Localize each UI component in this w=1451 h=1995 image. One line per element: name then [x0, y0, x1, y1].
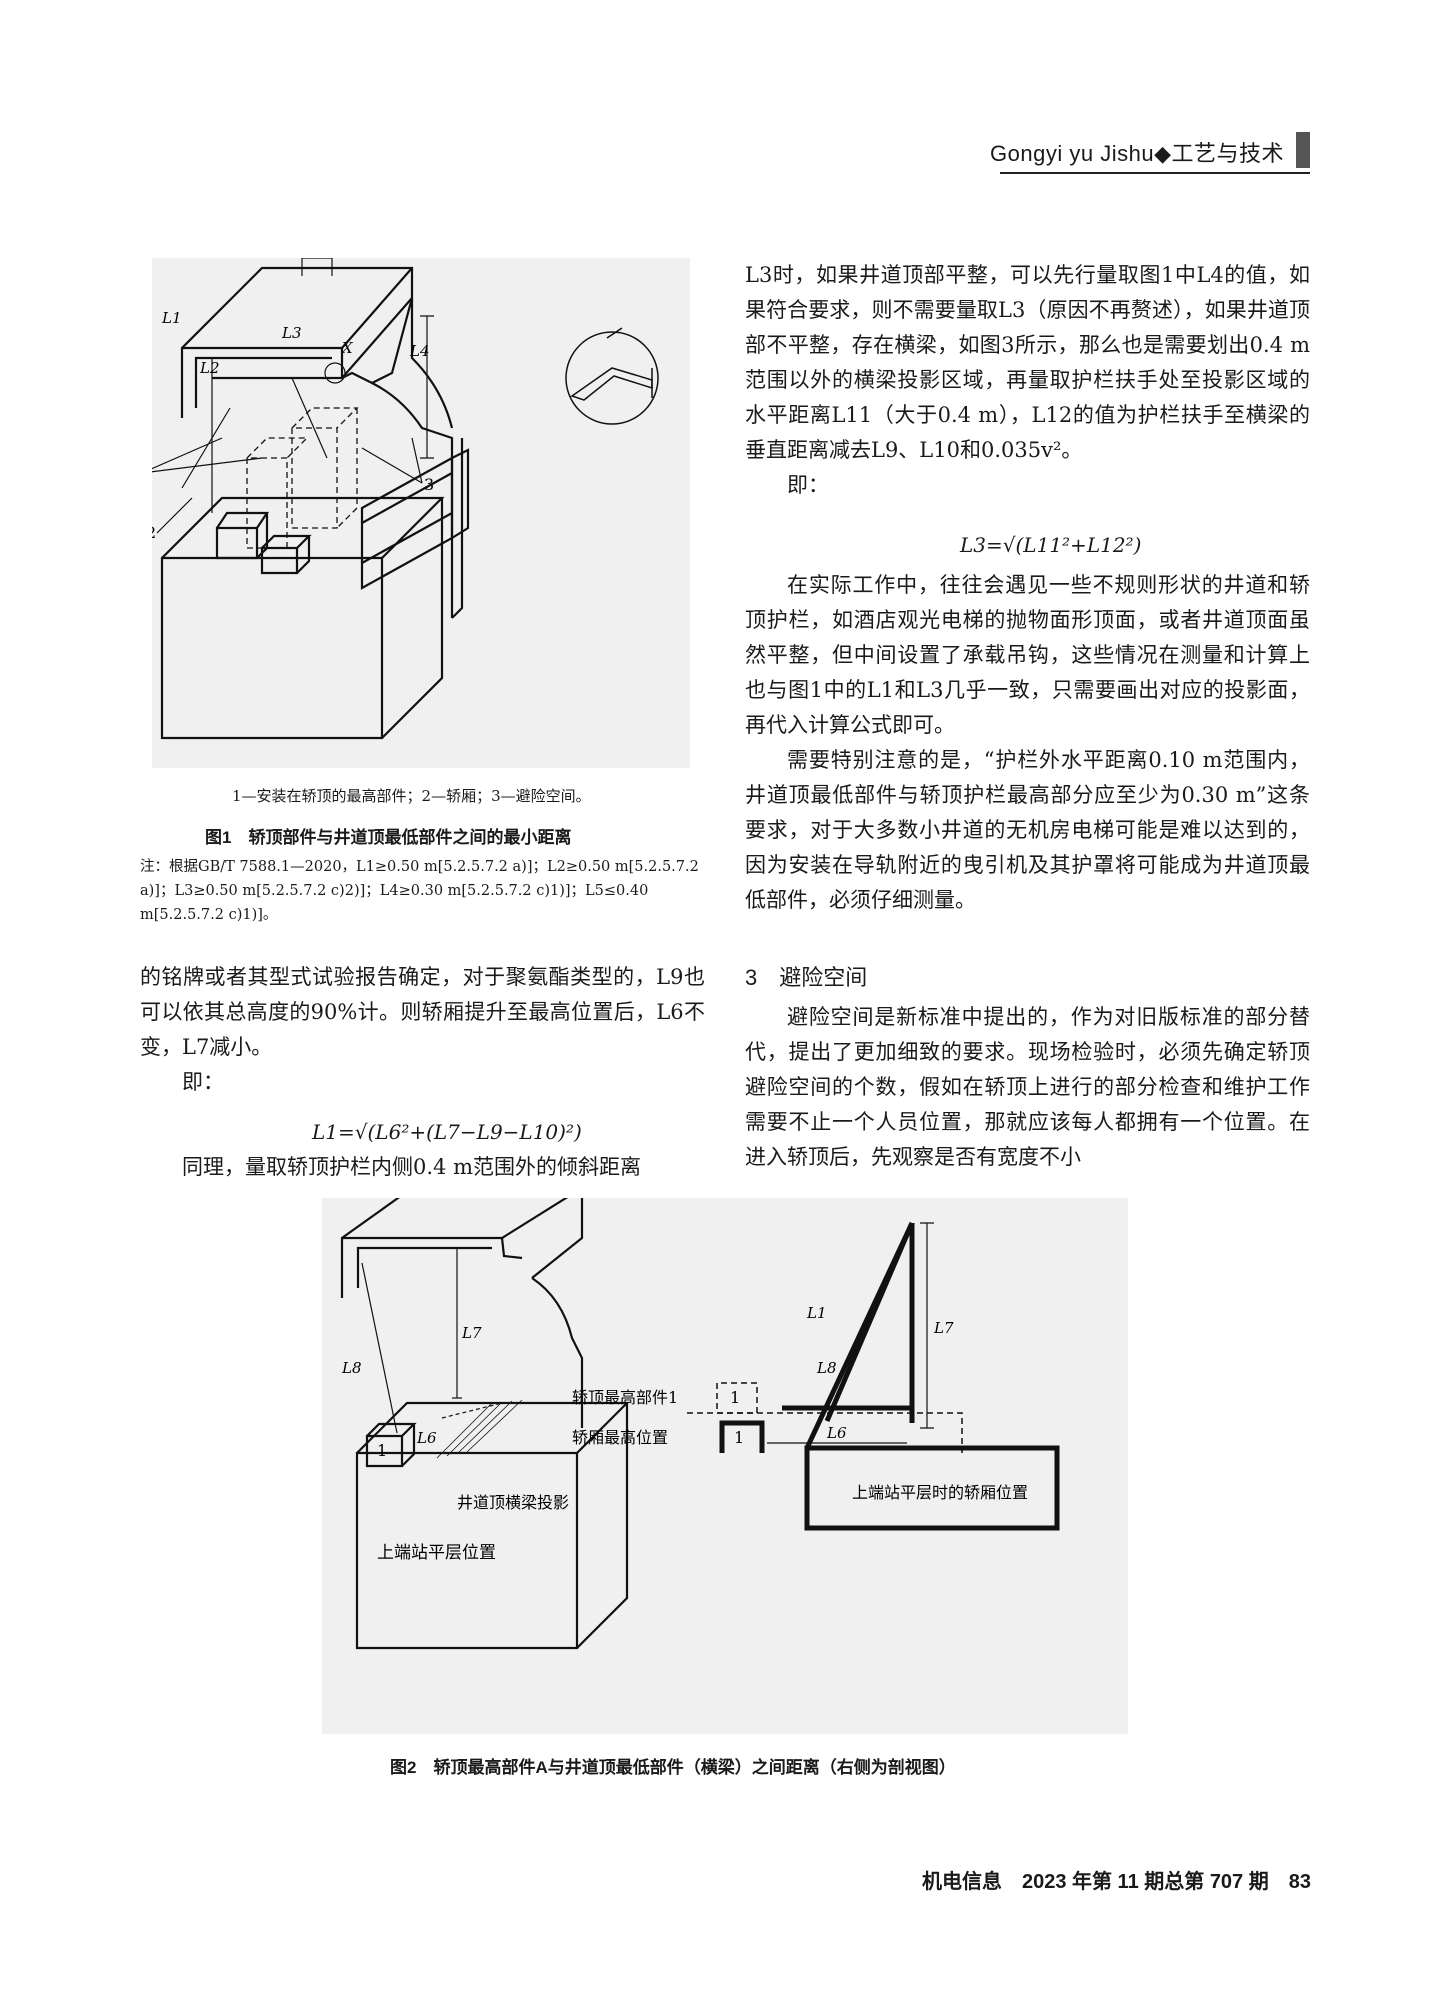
fig1-label-l4: L4	[409, 342, 430, 360]
fig2-label-l8-right: L8	[816, 1359, 837, 1377]
figure-1-caption: 图1 轿顶部件与井道顶最低部件之间的最小距离	[205, 828, 572, 847]
left-column-tail: 同理，量取轿顶护栏内侧0.4 m范围外的倾斜距离	[140, 1150, 705, 1185]
figure-1-drawing: L1 L2 L3 L4 L5 X 1 2 3	[130, 238, 659, 740]
fig2-label-1-left: 1	[377, 1441, 387, 1460]
left-paragraph-3: 同理，量取轿顶护栏内侧0.4 m范围外的倾斜距离	[182, 1155, 641, 1179]
header-title: Gongyi yu Jishu◆工艺与技术	[990, 141, 1284, 166]
figure-1-legend: 1—安装在轿顶的最高部件；2—轿厢；3—避险空间。	[232, 787, 591, 805]
fig2-label-car-top: 轿厢最高位置	[572, 1428, 668, 1447]
fig1-label-l3: L3	[281, 324, 302, 342]
figure-1-note: 注：根据GB/T 7588.1—2020，L1≥0.50 m[5.2.5.7.2…	[140, 859, 699, 923]
fig1-label-2: 2	[152, 523, 156, 542]
fig2-label-top-part: 轿顶最高部件1	[572, 1388, 678, 1407]
fig2-label-car-position: 上端站平层时的轿厢位置	[852, 1483, 1028, 1502]
figure-1: L1 L2 L3 L4 L5 X 1 2 3	[130, 238, 690, 768]
fig2-label-landing: 上端站平层位置	[377, 1543, 496, 1563]
fig2-label-l6: L6	[416, 1429, 437, 1447]
header-rule	[1000, 172, 1310, 174]
figure-2-drawing: L8 L7 L6 1 井道顶横梁投影 上端站平层位置 L1 L7 L8 L6 1…	[340, 1186, 1060, 1650]
section-heading-3: 3 避险空间	[745, 965, 868, 990]
equation-l1: L1=√(L6²+(L7−L9−L10)²)	[312, 1120, 582, 1144]
fig2-label-1-top: 1	[730, 1388, 740, 1407]
right-column-mid: 在实际工作中，往往会遇见一些不规则形状的井道和轿顶护栏，如酒店观光电梯的抛物面形…	[745, 568, 1310, 918]
fig2-label-l6-right: L6	[826, 1424, 847, 1442]
right-paragraph-1: L3时，如果井道顶部平整，可以先行量取图1中L4的值，如果符合要求，则不需要量取…	[745, 263, 1310, 462]
fig2-label-l7: L7	[461, 1324, 482, 1342]
fig1-label-l2: L2	[199, 359, 220, 377]
header-bar	[1296, 132, 1310, 168]
fig1-label-3: 3	[424, 475, 434, 494]
fig2-label-l7-right: L7	[933, 1319, 954, 1337]
fig2-label-1-car: 1	[734, 1428, 744, 1447]
fig2-label-l1: L1	[806, 1304, 827, 1322]
right-paragraph-3: 在实际工作中，往往会遇见一些不规则形状的井道和轿顶护栏，如酒店观光电梯的抛物面形…	[745, 573, 1310, 737]
fig2-label-l8: L8	[341, 1359, 362, 1377]
left-column: 的铭牌或者其型式试验报告确定，对于聚氨酯类型的，L9也可以依其总高度的90%计。…	[140, 960, 705, 1100]
equation-l3: L3=√(L11²+L12²)	[960, 533, 1142, 557]
fig1-label-l1: L1	[161, 309, 182, 327]
fig2-label-beam: 井道顶横梁投影	[457, 1493, 569, 1512]
left-paragraph-1: 的铭牌或者其型式试验报告确定，对于聚氨酯类型的，L9也可以依其总高度的90%计。…	[140, 965, 705, 1059]
right-paragraph-2: 即：	[787, 473, 829, 497]
figure-2-caption: 图2 轿顶最高部件A与井道顶最低部件（横梁）之间距离（右侧为剖视图）	[390, 1758, 956, 1777]
right-column-tail: 避险空间是新标准中提出的，作为对旧版标准的部分替代，提出了更加细致的要求。现场检…	[745, 1000, 1310, 1175]
right-paragraph-4: 需要特别注意的是，“护栏外水平距离0.10 m范围内，井道顶最低部件与轿顶护栏最…	[745, 748, 1310, 912]
page-footer: 机电信息 2023 年第 11 期总第 707 期 83	[921, 1871, 1311, 1893]
figure-2: L8 L7 L6 1 井道顶横梁投影 上端站平层位置 L1 L7 L8 L6 1…	[322, 1186, 1128, 1734]
running-header: Gongyi yu Jishu◆工艺与技术	[990, 132, 1310, 174]
right-column: L3时，如果井道顶部平整，可以先行量取图1中L4的值，如果符合要求，则不需要量取…	[745, 258, 1310, 503]
left-paragraph-2: 即：	[182, 1070, 224, 1094]
right-paragraph-5: 避险空间是新标准中提出的，作为对旧版标准的部分替代，提出了更加细致的要求。现场检…	[745, 1005, 1310, 1169]
fig1-label-x: X	[341, 339, 354, 357]
